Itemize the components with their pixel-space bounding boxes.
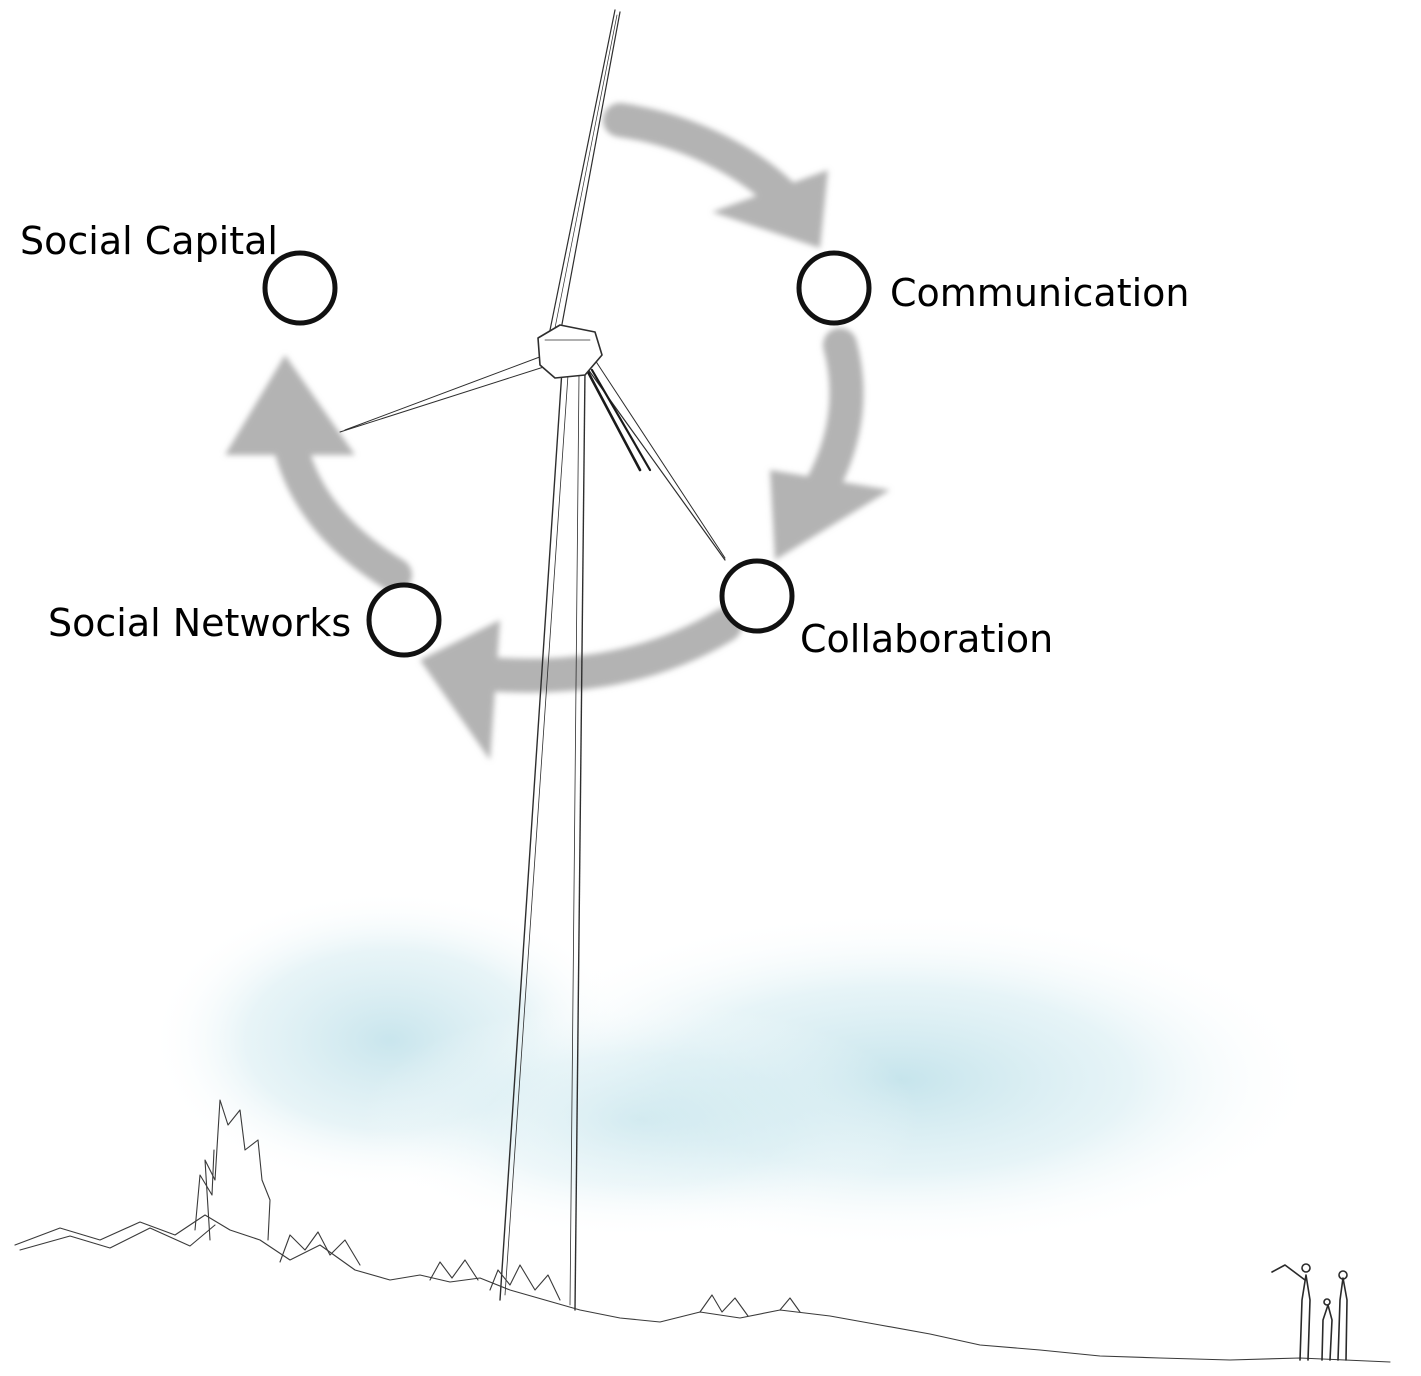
node-collaboration bbox=[719, 558, 795, 634]
cycle-nodes bbox=[262, 250, 872, 658]
label-collaboration: Collaboration bbox=[800, 617, 1054, 661]
arrow-left-head bbox=[225, 355, 355, 455]
node-social-networks bbox=[366, 582, 442, 658]
wind-turbine-sketch bbox=[339, 9, 726, 1311]
node-communication bbox=[796, 250, 872, 326]
arrow-top-head bbox=[712, 170, 828, 248]
label-social-capital: Social Capital bbox=[20, 219, 278, 263]
people-figures bbox=[1271, 1263, 1348, 1361]
node-social-capital bbox=[262, 250, 338, 326]
label-social-networks: Social Networks bbox=[48, 601, 352, 645]
arrow-right-head bbox=[770, 470, 890, 560]
landscape-sketch bbox=[14, 1099, 1391, 1363]
label-communication: Communication bbox=[890, 271, 1190, 315]
sky-wash bbox=[150, 890, 1320, 1250]
arrow-bottom-head bbox=[420, 620, 500, 760]
cycle-arrows bbox=[225, 103, 890, 760]
